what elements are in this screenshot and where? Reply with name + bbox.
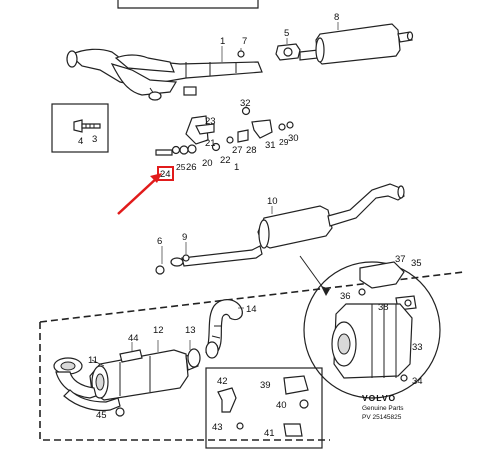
brand-line2: PV 25145825: [362, 414, 402, 421]
label-part-24: 24: [160, 169, 171, 180]
label-part-26: 26: [186, 162, 197, 173]
mounting-detail-circle: [303, 261, 441, 399]
label-part-33: 33: [412, 342, 423, 353]
label-part-36: 36: [340, 291, 351, 302]
label-part-3: 3: [92, 134, 97, 145]
label-part-37: 37: [395, 254, 406, 265]
label-part-11: 11: [88, 355, 98, 366]
label-part-1b: 1: [234, 162, 239, 173]
rear-silencer-assembly: [275, 22, 414, 65]
bracket-hardware-group: [155, 106, 294, 156]
highlight-arrowhead: [150, 173, 162, 183]
intermediate-silencer-assembly: [155, 183, 405, 275]
label-part-9: 9: [182, 232, 187, 243]
label-part-22: 22: [220, 155, 231, 166]
front-pipe-assembly: [66, 46, 263, 101]
hanger-detail-box: [205, 367, 323, 449]
label-part-7: 7: [242, 36, 247, 47]
brand-name: VOLVO: [362, 393, 396, 403]
detail-pointer-head: [321, 286, 330, 296]
label-part-32: 32: [240, 98, 251, 109]
label-part-6: 6: [157, 236, 162, 247]
label-part-21: 21: [205, 138, 216, 149]
label-part-25: 25: [176, 162, 186, 172]
label-part-27: 27: [232, 145, 243, 156]
label-part-43: 43: [212, 422, 223, 433]
label-part-10: 10: [267, 196, 278, 207]
label-part-1: 1: [220, 36, 225, 47]
label-part-4: 4: [78, 136, 83, 147]
label-part-39: 39: [260, 380, 271, 391]
bolt-detail-box: [51, 103, 109, 153]
label-part-34: 34: [412, 376, 423, 387]
label-part-14: 14: [246, 304, 257, 315]
label-part-5: 5: [284, 28, 289, 39]
brand-block: VOLVO Genuine Parts PV 25145825: [362, 393, 404, 421]
label-part-12: 12: [153, 325, 164, 336]
flex-pipe-14: [205, 299, 244, 359]
label-part-42: 42: [217, 376, 228, 387]
label-part-38: 38: [378, 302, 389, 313]
label-part-13: 13: [185, 325, 196, 336]
label-part-20: 20: [202, 158, 213, 169]
label-part-31: 31: [265, 140, 276, 151]
detail-divider-lower: [39, 322, 330, 441]
label-part-41: 41: [264, 428, 275, 439]
brand-line1: Genuine Parts: [362, 405, 404, 412]
detail-pointer: [299, 255, 327, 293]
highlight-arrow: [117, 176, 159, 215]
front-pipe-11: [53, 357, 125, 417]
part-labels: 1 7 5 8 4 3 32 23 21 26 20 22 1 27 28 31…: [78, 12, 423, 439]
label-part-44: 44: [128, 333, 139, 344]
silencer-12-assembly: [89, 340, 201, 401]
label-part-30: 30: [288, 133, 299, 144]
label-part-8: 8: [334, 12, 339, 23]
highlight-box: [157, 166, 174, 181]
label-part-29: 29: [279, 137, 289, 147]
label-part-23: 23: [205, 116, 216, 127]
label-part-35: 35: [411, 258, 422, 269]
label-part-28: 28: [246, 145, 257, 156]
top-frame: [117, 0, 259, 9]
label-part-45: 45: [96, 410, 107, 421]
label-part-40: 40: [276, 400, 287, 411]
